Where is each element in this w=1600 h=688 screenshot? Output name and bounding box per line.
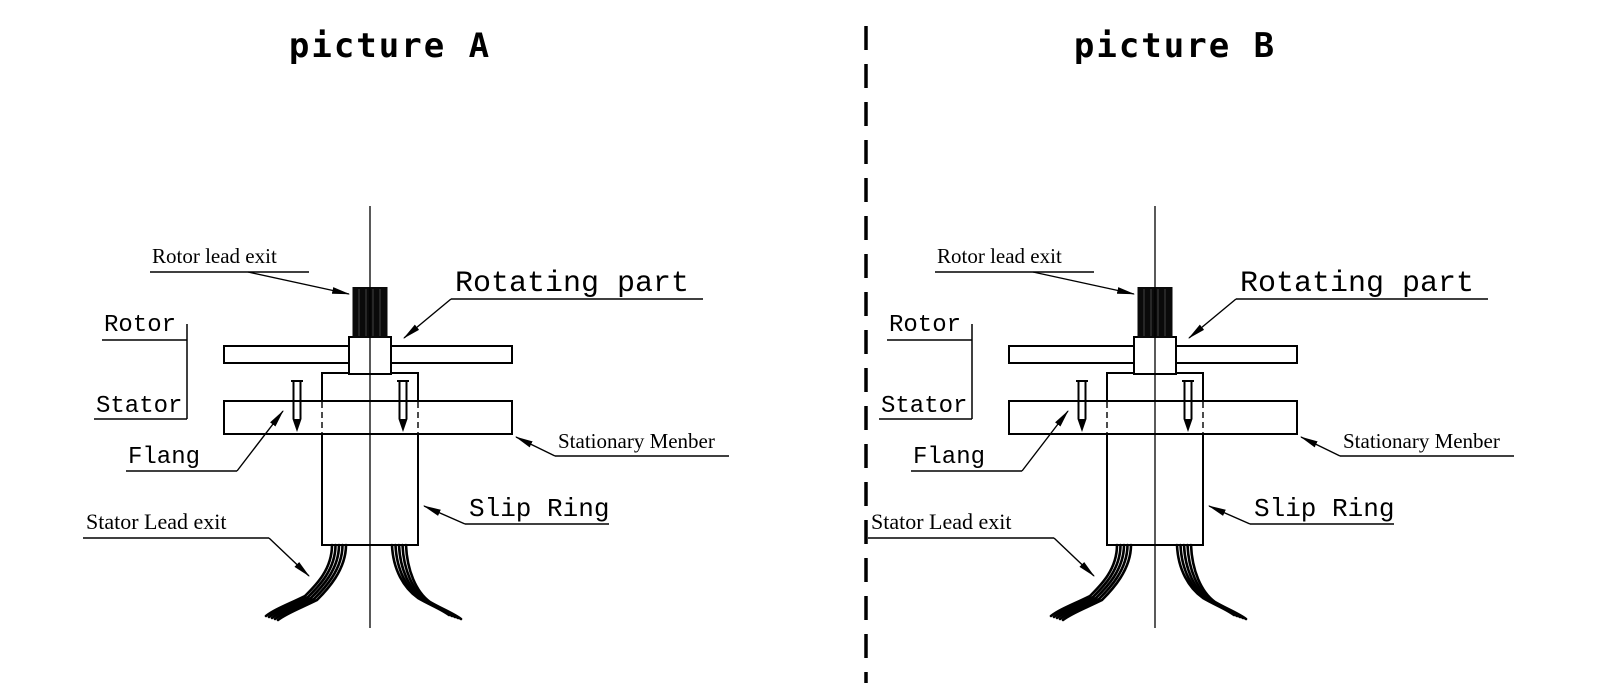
- stationary-member-label: Stationary Menber: [514, 429, 729, 457]
- slip-ring-label: Slip Ring: [422, 494, 609, 525]
- rotor-text: Rotor: [104, 312, 176, 339]
- stator-lead-exit-leader: [268, 537, 310, 577]
- slip-ring-text: Slip Ring: [469, 494, 609, 524]
- picture-a-diagram: Rotor lead exit Rotating part Rotor Stat…: [83, 206, 729, 628]
- picture-a-title: picture A: [289, 26, 491, 66]
- stator-lead-exit-label: Stator Lead exit: [83, 509, 310, 577]
- flang-text: Flang: [128, 444, 200, 471]
- rotating-part-label: Rotating part: [403, 267, 703, 339]
- screw-symbol-right: [397, 380, 409, 432]
- slip-ring-leader: [422, 505, 466, 525]
- stationary-member-leader: [514, 436, 556, 457]
- stator-lead-wires-right: [390, 543, 463, 621]
- flang-leader: [236, 410, 284, 472]
- rotor-lead-exit-label: Rotor lead exit: [150, 244, 351, 295]
- rotating-part-text: Rotating part: [455, 267, 689, 301]
- stator-text: Stator: [96, 393, 182, 420]
- rotor-lead-exit-leader: [247, 271, 351, 295]
- stationary-member-text: Stationary Menber: [558, 429, 715, 453]
- rotor-stator-bracket: Rotor Stator: [94, 312, 188, 420]
- flang-label: Flang: [126, 410, 284, 472]
- stator-lead-wires-left: [264, 543, 348, 622]
- screw-symbol-left: [291, 380, 303, 432]
- rotor-lead-exit-text: Rotor lead exit: [152, 244, 277, 268]
- picture-b-diagram: [868, 206, 1514, 628]
- stationary-member-shape: [223, 400, 513, 435]
- picture-b-title: picture B: [1074, 26, 1276, 66]
- rotating-part-leader: [403, 298, 452, 339]
- stator-lead-exit-text: Stator Lead exit: [86, 509, 227, 534]
